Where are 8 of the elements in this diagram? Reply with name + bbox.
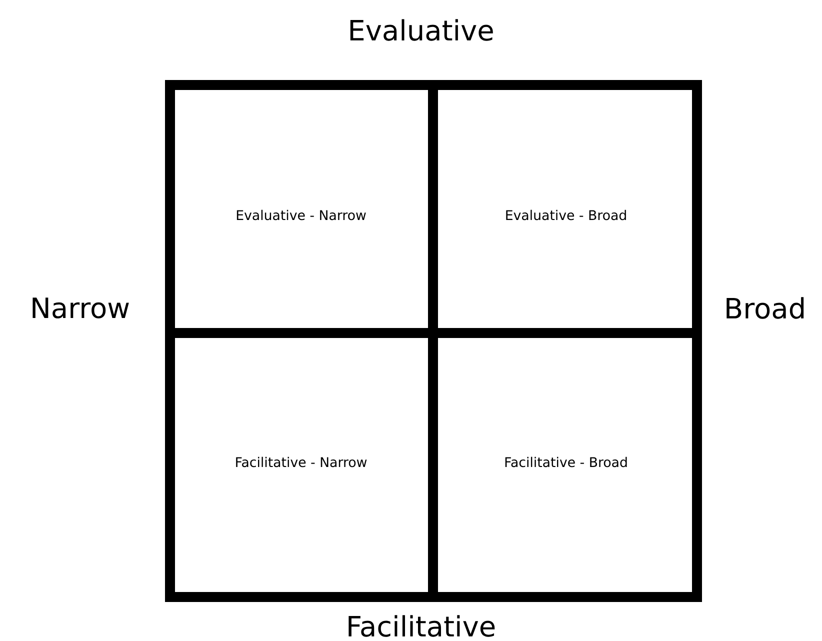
quadrant-cell: Facilitative - Narrow [236,456,367,468]
quadrant-cell: Evaluative - Narrow [236,210,366,220]
quadrant-cell: Evaluative - Broad [506,210,626,220]
axis-label: Broad [726,297,804,319]
axis-label: Evaluative [350,19,493,41]
axis-label: Facilitative [348,615,495,637]
axis-label: Narrow [32,298,129,318]
quadrant-cell: Facilitative - Broad [505,456,627,468]
